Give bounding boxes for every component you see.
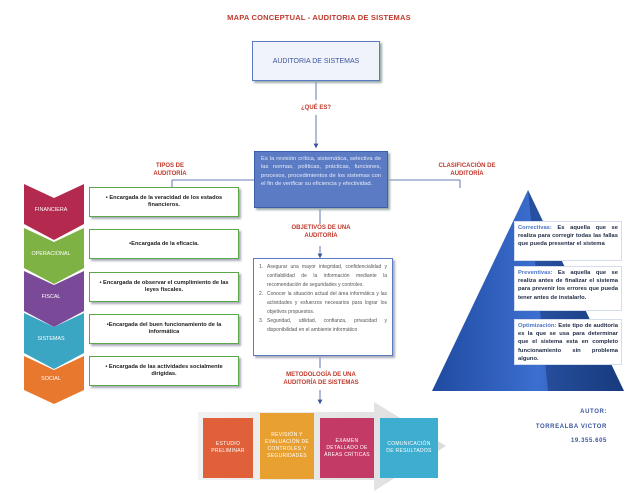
classification-text: Este tipo de auditoria es la que se usa … [518,323,618,362]
chevron-shape [24,313,84,369]
chevron-label: FINANCIERA [34,207,68,213]
author-id: 19.355.605 [570,438,607,444]
step-label: ESTUDIO PRELIMINAR [211,441,245,454]
step-label: EXAMEN DETALLADO DE ÁREAS CRÍTICAS [324,437,370,458]
type-description-box: •Encargada de la eficacia. [89,229,239,259]
objective-text: Conocer la situación actual del área inf… [267,291,387,315]
chevron-shape [24,356,84,404]
objective-text: Seguridad, utilidad, confianza, privacid… [267,318,387,333]
author-label: AUTOR: [580,409,607,415]
chevron-operacional: OPERACIONAL [24,228,84,286]
type-description-box: • Encargada de las actividades socialmen… [89,356,239,386]
chevron-social: SOCIAL [24,356,84,414]
chevron-shape [24,271,84,327]
objective-number: 1. [259,264,264,270]
step-comunicacion: COMUNICACIÓN DE RESULTADOS [380,418,438,478]
chevron-fiscal: FISCAL [24,271,84,329]
methodology-label: METODOLOGÍA DE UNA AUDITORÍA DE SISTEMAS [283,372,359,386]
step-label: COMUNICACIÓN DE RESULTADOS [386,441,432,454]
classification-text: Es aquella que se realiza para corregir … [518,225,618,248]
chevron-label: FISCAL [41,294,61,300]
step-revision: REVISIÓN Y EVALUACIÓN DE CONTROLES Y SEG… [260,413,314,479]
objective-item: 1. Asegurar una mayor integridad, confid… [259,263,387,290]
classification-key: Correctivas: [518,225,552,231]
step-examen: EXAMEN DETALLADO DE ÁREAS CRÍTICAS [320,418,374,478]
objective-item: 3. Seguridad, utilidad, confianza, priva… [259,317,387,335]
type-description-box: •Encargada del buen funcionamiento de la… [89,314,239,344]
classification-label: CLASIFICACIÓN DE AUDITORÍA [438,163,496,177]
classification-optimizacion: Optimización: Este tipo de auditoria es … [514,319,622,365]
chevron-label: SOCIAL [41,376,61,382]
objective-number: 3. [259,318,264,324]
chevron-label: OPERACIONAL [31,251,71,257]
main-concept-box: AUDITORIA DE SISTEMAS [252,41,380,81]
classification-correctivas: Correctivas: Es aquella que se realiza p… [514,221,622,261]
objective-number: 2. [259,291,264,297]
step-box: REVISIÓN Y EVALUACIÓN DE CONTROLES Y SEG… [260,413,314,479]
objectives-label: OBJETIVOS DE UNA AUDITORÍA [291,225,351,239]
classification-text: Es aquella que se realiza antes de final… [518,270,618,301]
chevron-shape [24,228,84,284]
chevron-shape [24,184,84,240]
classification-preventivas: Preventivas: Es aquella que se realiza a… [514,266,622,311]
step-estudio-preliminar: ESTUDIO PRELIMINAR [203,418,253,478]
step-box: ESTUDIO PRELIMINAR [203,418,253,478]
chevron-sistemas: SISTEMAS [24,313,84,371]
author-name: TORREALBA VICTOR [535,424,607,430]
classification-key: Optimización: [518,323,557,329]
objectives-box: 1. Asegurar una mayor integridad, confid… [253,258,393,356]
question-label: ¿QUÉ ES? [300,105,331,111]
types-label: TIPOS DE AUDITORÍA [153,163,187,177]
chevron-label: SISTEMAS [37,336,65,342]
step-box: COMUNICACIÓN DE RESULTADOS [380,418,438,478]
definition-box: Es la revisión crítica, sistemática, sel… [254,151,388,208]
type-description-box: • Encargada de observar el cumplimiento … [89,272,239,302]
chevron-financiera: FINANCIERA [24,184,84,242]
step-label: REVISIÓN Y EVALUACIÓN DE CONTROLES Y SEG… [264,432,310,459]
type-description-box: • Encargada de la veracidad de los estad… [89,187,239,217]
classification-key: Preventivas: [518,270,553,276]
objective-text: Asegurar una mayor integridad, confidenc… [267,264,387,288]
objective-item: 2. Conocer la situación actual del área … [259,290,387,317]
page-title: MAPA CONCEPTUAL - AUDITORIA DE SISTEMAS [227,13,411,22]
step-box: EXAMEN DETALLADO DE ÁREAS CRÍTICAS [320,418,374,478]
